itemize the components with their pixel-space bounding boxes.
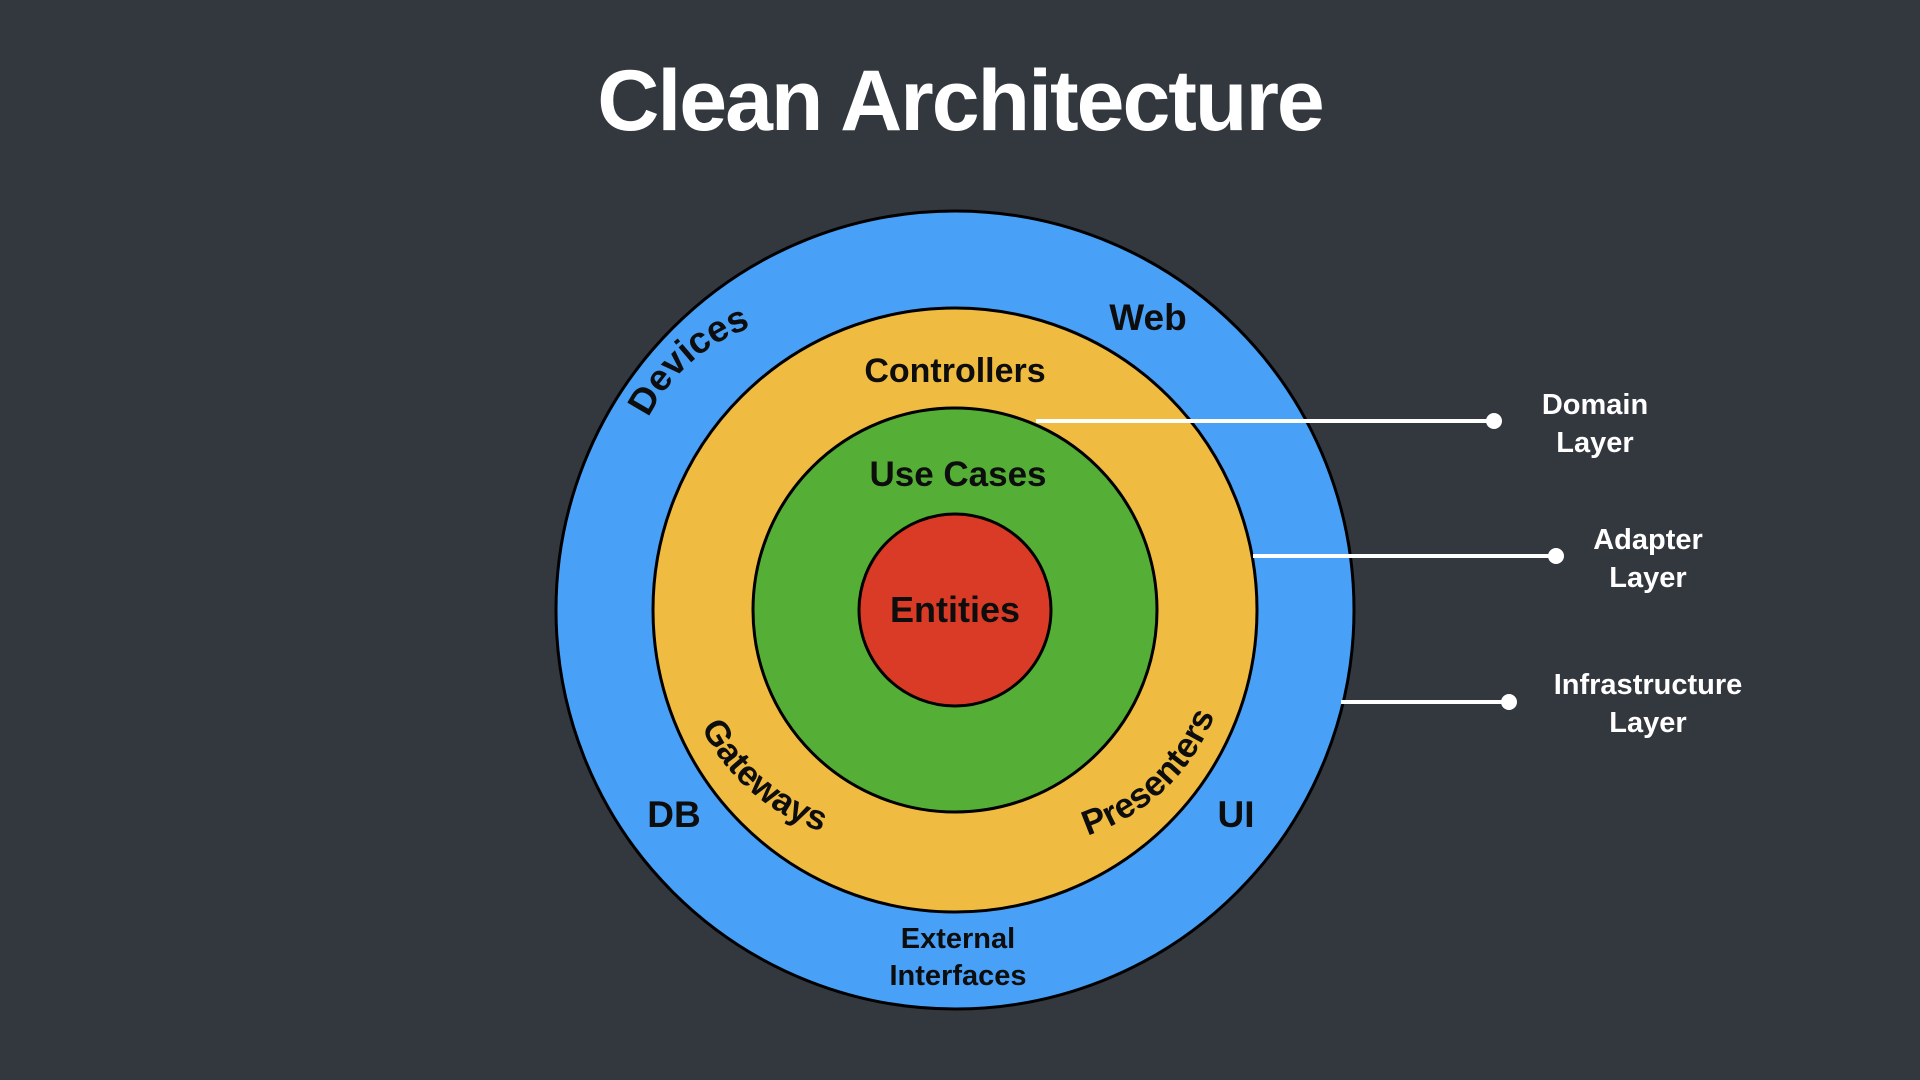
leader-dot-domain [1486, 413, 1502, 429]
ring-label-interfaces: Interfaces [889, 960, 1026, 992]
ring-label-db: DB [647, 794, 700, 835]
legend-domain-line1: Domain [1542, 389, 1648, 421]
legend-infrastructure-line2: Layer [1609, 707, 1686, 739]
legend-adapter-line1: Adapter [1593, 524, 1703, 556]
entities-core [857, 512, 1053, 708]
ring-label-external: External [901, 923, 1015, 955]
page-title: Clean Architecture [597, 53, 1325, 149]
leader-dot-adapter [1548, 548, 1564, 564]
legend-domain-line2: Layer [1556, 427, 1633, 459]
legend-infrastructure-layer: Infrastructure Layer [1554, 669, 1743, 739]
ring-label-controllers: Controllers [864, 352, 1045, 390]
legend-infrastructure-line1: Infrastructure [1554, 669, 1743, 701]
legend-domain-layer: Domain Layer [1542, 389, 1648, 459]
legend-adapter-layer: Adapter Layer [1593, 524, 1703, 594]
legend-adapter-line2: Layer [1609, 562, 1686, 594]
ring-label-use-cases: Use Cases [869, 455, 1046, 494]
ring-label-entities: Entities [890, 589, 1020, 630]
ring-label-web: Web [1109, 297, 1186, 338]
ring-label-ui: UI [1218, 794, 1255, 835]
leader-dot-infrastructure [1501, 694, 1517, 710]
